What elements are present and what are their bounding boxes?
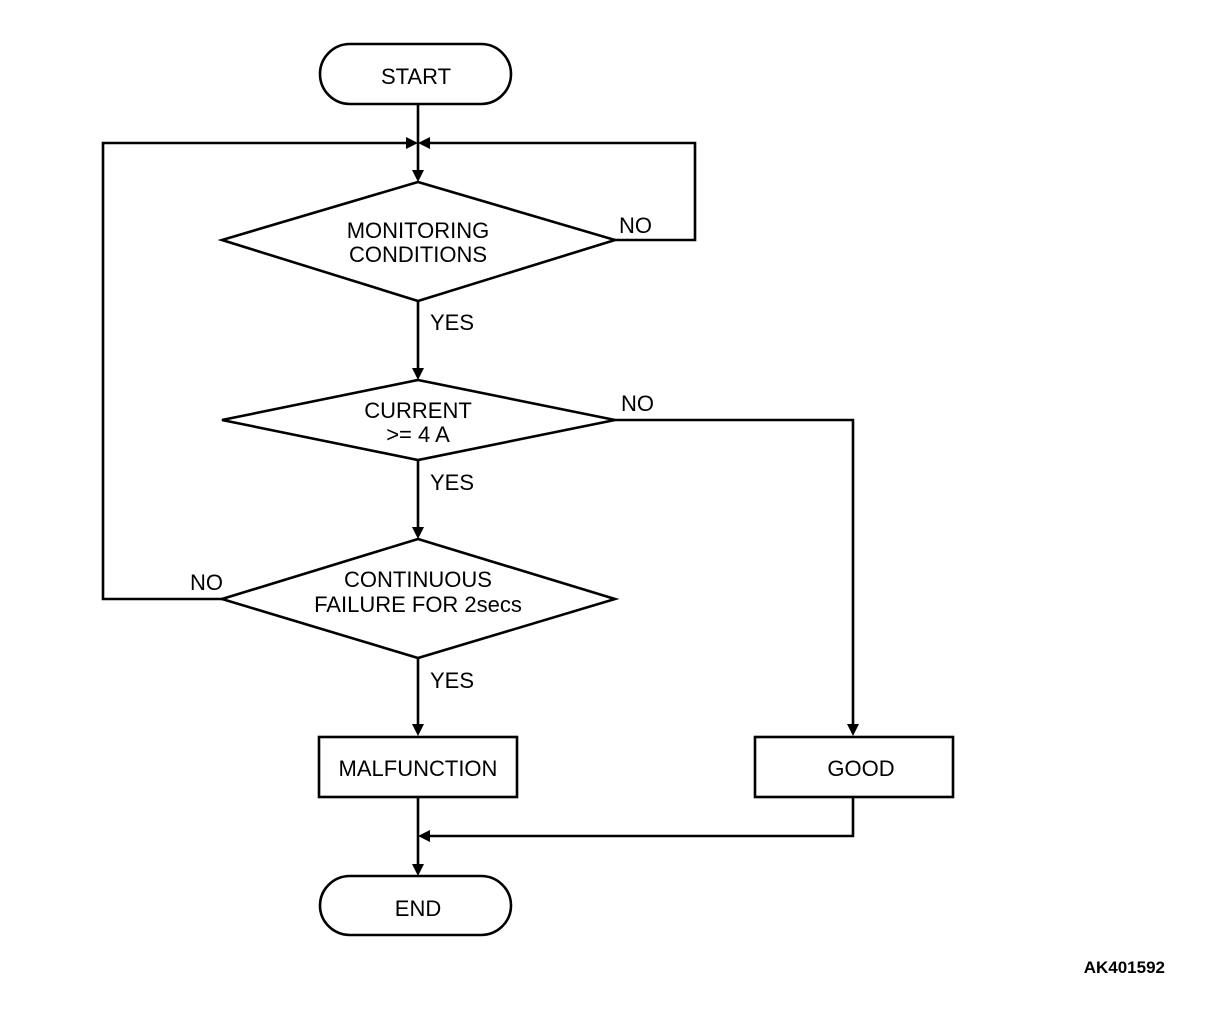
decision-continuous-shape xyxy=(217,537,620,660)
malfunction-shape xyxy=(317,735,519,799)
arrowhead-into-good xyxy=(847,724,859,736)
end-terminal: END xyxy=(318,874,513,937)
arrowheads xyxy=(406,137,859,876)
decision-continuous-failure: CONTINUOUS FAILURE FOR 2secs xyxy=(217,537,620,660)
decision-monitoring-line-2: CONDITIONS xyxy=(349,242,487,267)
start-shape xyxy=(318,42,513,106)
branch-labels: NO YES NO YES NO YES xyxy=(190,213,654,693)
label-monitoring-yes: YES xyxy=(430,310,474,335)
good-label: GOOD xyxy=(827,756,894,781)
decision-monitoring-shape xyxy=(217,180,620,303)
arrowhead-into-malfunction xyxy=(412,724,424,736)
outcome-malfunction: MALFUNCTION xyxy=(317,735,519,799)
good-shape xyxy=(753,735,955,799)
arrowhead-loop-from-right xyxy=(418,137,430,149)
start-label: START xyxy=(381,64,451,89)
arrowhead-into-monitoring xyxy=(412,170,424,182)
decision-current-line-2: >= 4 A xyxy=(386,422,450,447)
arrowhead-into-continuous xyxy=(412,527,424,539)
decision-continuous-line-1: CONTINUOUS xyxy=(344,567,492,592)
connector-good-to-end xyxy=(428,798,855,838)
label-current-yes: YES xyxy=(430,470,474,495)
connectors xyxy=(101,104,855,866)
arrowhead-into-current xyxy=(412,368,424,380)
start-terminal: START xyxy=(318,42,513,106)
label-continuous-yes: YES xyxy=(430,668,474,693)
malfunction-label: MALFUNCTION xyxy=(339,756,498,781)
decision-current: CURRENT >= 4 A xyxy=(221,378,616,462)
decision-current-line-1: CURRENT xyxy=(364,398,472,423)
figure-id: AK401592 xyxy=(1084,958,1165,977)
connector-current-no xyxy=(615,418,855,726)
label-current-no: NO xyxy=(621,391,654,416)
decision-monitoring-line-1: MONITORING xyxy=(347,218,490,243)
label-monitoring-no: NO xyxy=(619,213,652,238)
end-label: END xyxy=(395,896,441,921)
decision-current-shape xyxy=(221,378,616,462)
arrowhead-loop-from-left xyxy=(406,137,418,149)
outcome-good: GOOD xyxy=(753,735,955,799)
arrowhead-good-merge xyxy=(418,830,430,842)
connector-continuous-no-loop xyxy=(101,141,408,601)
arrowhead-into-end xyxy=(412,864,424,876)
label-continuous-no: NO xyxy=(190,570,223,595)
decision-monitoring-conditions: MONITORING CONDITIONS xyxy=(217,180,620,303)
end-shape xyxy=(318,874,513,937)
decision-continuous-line-2: FAILURE FOR 2secs xyxy=(314,592,522,617)
connector-monitoring-no-loop xyxy=(428,141,697,242)
